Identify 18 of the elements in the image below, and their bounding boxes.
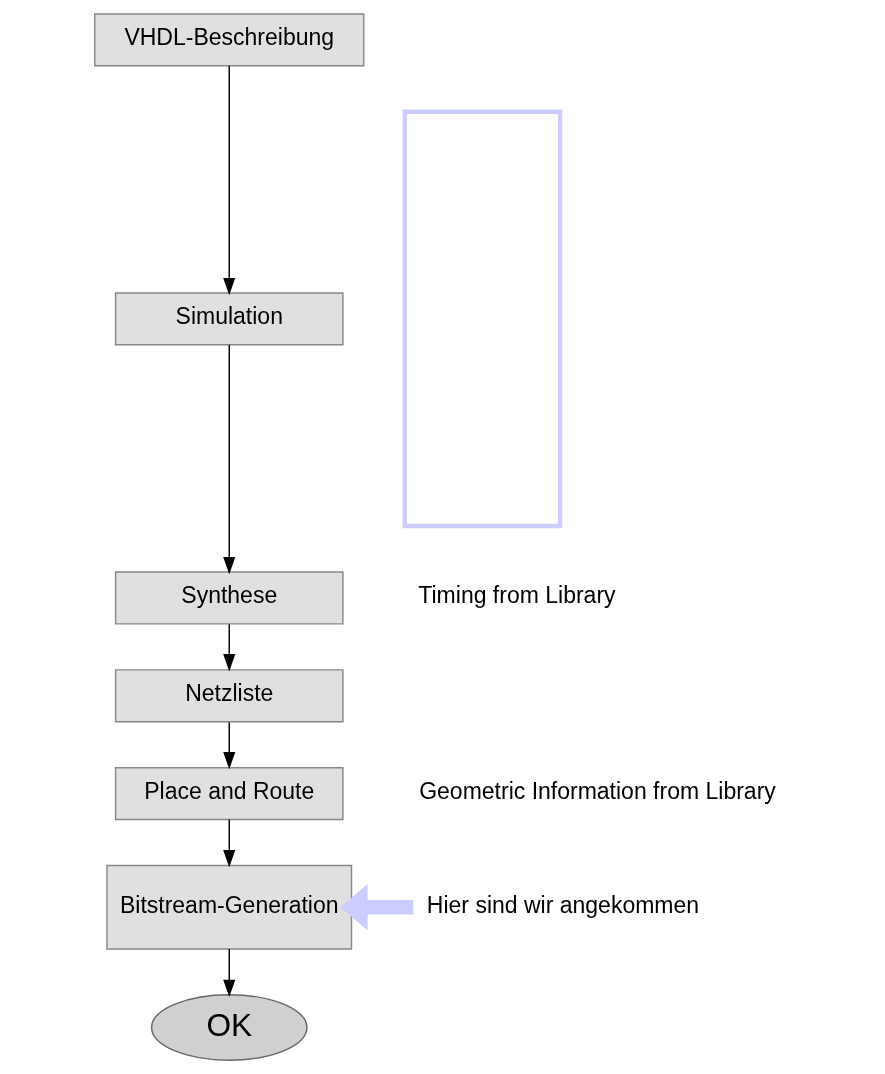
node-ellipse: OK bbox=[150, 994, 308, 1061]
arrow bbox=[223, 65, 236, 296]
arrow bbox=[223, 948, 236, 998]
node-box bbox=[402, 109, 563, 529]
node-text: Hier sind wir angekommen bbox=[426, 891, 700, 918]
node-label: Geometric Information from Library bbox=[419, 778, 776, 805]
node-box: VHDL-Beschreibung bbox=[94, 13, 365, 67]
node-label: Timing from Library bbox=[418, 582, 616, 609]
arrow bbox=[223, 818, 236, 868]
arrow bbox=[223, 344, 236, 575]
node-box: Place and Route bbox=[114, 766, 344, 821]
node-box: Synthese bbox=[114, 571, 344, 625]
arrow bbox=[223, 721, 236, 770]
arrow bbox=[223, 623, 236, 672]
node-box: Bitstream-Generation bbox=[106, 864, 353, 950]
node-box: Simulation bbox=[114, 292, 344, 346]
node-box: Netzliste bbox=[114, 669, 344, 723]
arrow bbox=[340, 883, 414, 931]
